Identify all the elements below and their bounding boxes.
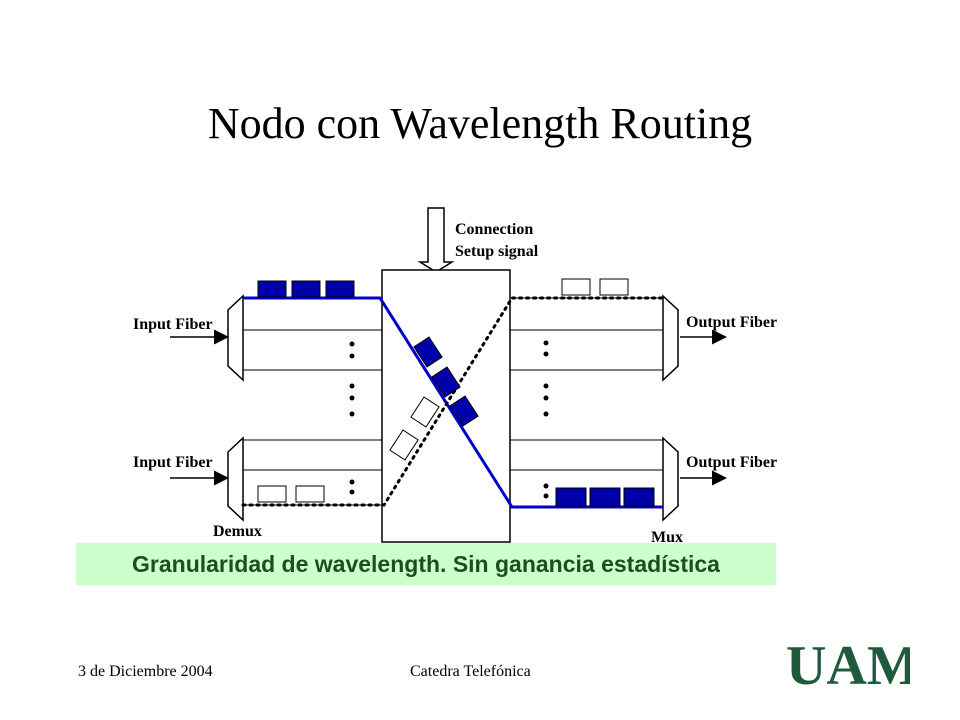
connection-setup-arrow [417,207,455,273]
uam-logo-text: UAM [786,635,910,690]
packets-switch-blue [413,336,479,427]
conclusion-banner: Granularidad de wavelength. Sin ganancia… [76,543,776,585]
wavelength-routing-diagram: Connection Setup signal Input Fiber Inpu… [133,207,777,546]
packets-input-upper [257,280,355,298]
connection-label-line2: Setup signal [455,243,539,260]
packets-input-lower [257,485,325,503]
footer-date: 3 de Diciembre 2004 [78,663,213,680]
packets-output-upper [561,278,629,296]
input-fiber-label-upper: Input Fiber [133,316,213,333]
footer-center: Catedra Telefónica [410,663,531,680]
connection-label-line1: Connection [455,221,533,238]
page-title: Nodo con Wavelength Routing [207,99,753,148]
lightpath-dotted [241,296,665,507]
mux-upper [510,294,679,382]
output-fiber-label-lower: Output Fiber [686,454,777,471]
packets-switch-white [389,396,440,461]
mux-label: Mux [651,529,683,546]
demux-lower [227,436,382,522]
output-fiber-label-upper: Output Fiber [686,314,777,331]
ellipsis-dots [349,340,549,499]
demux-upper [227,294,382,382]
demux-label: Demux [213,523,262,540]
packets-output-lower [555,487,655,507]
uam-logo: UAM [786,635,910,690]
input-fiber-label-lower: Input Fiber [133,454,213,471]
